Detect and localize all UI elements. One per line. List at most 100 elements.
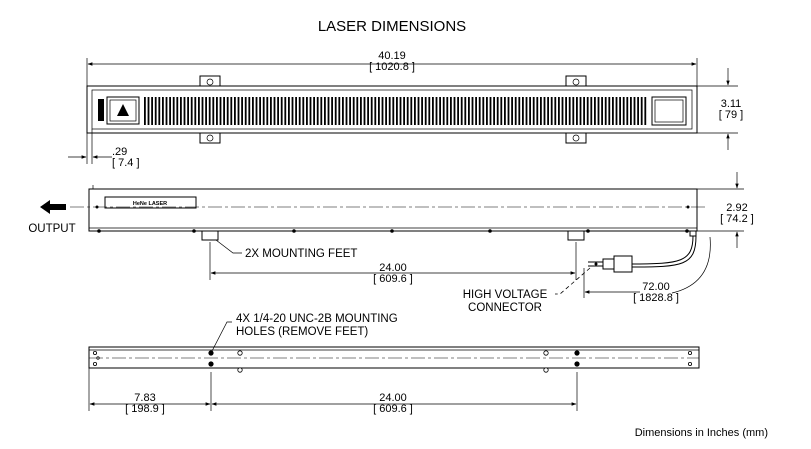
- vent-slot: [370, 97, 373, 125]
- mounting-hole: [574, 350, 580, 356]
- vent-slot: [374, 97, 377, 125]
- vent-slot: [187, 97, 189, 125]
- feet-spacing-mm: [ 609.6 ]: [373, 273, 413, 285]
- vent-slot: [414, 97, 416, 125]
- vent-slot: [158, 97, 161, 125]
- hv-connector-body: [613, 255, 633, 273]
- vent-slot: [396, 97, 398, 125]
- vent-slot: [604, 97, 607, 125]
- vent-slot: [511, 97, 513, 125]
- vent-slot: [478, 97, 481, 125]
- vent-slot: [507, 97, 510, 125]
- output-beam-arrow: [40, 200, 66, 214]
- vent-slot: [626, 97, 629, 125]
- connector-label-line1: HIGH VOLTAGE: [463, 289, 548, 301]
- vent-slot: [226, 97, 229, 125]
- vent-slot: [363, 97, 366, 125]
- units-footnote: Dimensions in Inches (mm): [635, 427, 768, 439]
- top-foot-tab: [199, 132, 221, 144]
- vent-slot: [500, 97, 503, 125]
- vent-slot: [172, 97, 175, 125]
- height-mm: [ 79 ]: [719, 109, 743, 121]
- connector-leader: [555, 267, 591, 295]
- height-inches: 3.11: [721, 98, 742, 110]
- vent-slot: [403, 97, 405, 125]
- hv-connector-contact: [594, 262, 598, 266]
- left-offset-mm: [ 198.9 ]: [125, 403, 165, 415]
- vent-slot: [237, 97, 240, 125]
- base-hole: [543, 367, 549, 373]
- vent-slot: [504, 97, 506, 125]
- vent-slot: [208, 97, 211, 125]
- vent-slot: [446, 97, 449, 125]
- feet-leader: [215, 239, 242, 254]
- vent-slot: [457, 97, 459, 125]
- vent-slot: [320, 97, 323, 125]
- vent-slot: [529, 97, 531, 125]
- vent-slot: [169, 97, 171, 125]
- vent-slot: [482, 97, 485, 125]
- vent-slot: [568, 97, 571, 125]
- screw: [95, 205, 99, 209]
- vent-slot: [493, 97, 495, 125]
- base-holes: [93, 350, 693, 373]
- vent-slot: [608, 97, 611, 125]
- output-aperture: [98, 99, 104, 121]
- vent-slot: [442, 97, 445, 125]
- base-hole: [237, 367, 243, 373]
- length-inches: 40.19: [378, 50, 406, 62]
- top-view: 40.19 [ 1020.8 ] 3.11 [ 79 ]: [68, 50, 743, 169]
- base-hole: [688, 350, 693, 355]
- vent-slot: [532, 97, 535, 125]
- vent-slot: [496, 97, 499, 125]
- vent-slot: [151, 97, 153, 125]
- top-foot-tab: [565, 75, 587, 87]
- vent-slot: [558, 97, 560, 125]
- cable-strain-relief: [689, 230, 697, 237]
- laser-body-top: [86, 85, 698, 134]
- vent-slot: [475, 97, 477, 125]
- vent-slot: [471, 97, 474, 125]
- foot-hole: [206, 78, 214, 86]
- vent-slot: [288, 97, 290, 125]
- vent-slot: [345, 97, 348, 125]
- vent-slot: [633, 97, 636, 125]
- vent-slot: [597, 97, 600, 125]
- side-height-inches: 2.92: [726, 202, 747, 214]
- vent-slot: [547, 97, 549, 125]
- vent-slot: [518, 97, 521, 125]
- vent-slot: [291, 97, 294, 125]
- vent-slot: [637, 97, 639, 125]
- vent-slot: [417, 97, 420, 125]
- foot-hole: [206, 134, 214, 142]
- vent-slot: [144, 97, 146, 125]
- vent-slot: [252, 97, 254, 125]
- vent-slot: [298, 97, 301, 125]
- vent-slot: [622, 97, 625, 125]
- vent-slot: [388, 97, 391, 125]
- vent-slot: [280, 97, 283, 125]
- holes-label-line1: 4X 1/4-20 UNC-2B MOUNTING: [236, 313, 398, 325]
- base-screw: [192, 229, 196, 233]
- vent-slot: [450, 97, 452, 125]
- top-foot-tab: [565, 132, 587, 144]
- vent-slot: [428, 97, 431, 125]
- vent-slot: [244, 97, 247, 125]
- vent-slot: [309, 97, 312, 125]
- vent-slot: [601, 97, 603, 125]
- laser-body-side: [88, 188, 698, 232]
- cable-extension-right: [671, 236, 711, 294]
- vent-slot: [334, 97, 337, 125]
- vent-slot: [439, 97, 441, 125]
- vent-slot: [270, 97, 272, 125]
- laser-base-plate: [88, 346, 700, 369]
- vent-slot: [576, 97, 578, 125]
- vent-slot: [554, 97, 557, 125]
- side-height-mm: [ 74.2 ]: [720, 213, 754, 225]
- vent-slot: [561, 97, 564, 125]
- vent-slot: [392, 97, 395, 125]
- vent-slot: [460, 97, 463, 125]
- warning-label: [106, 96, 140, 125]
- hv-cable-outer: [631, 235, 697, 268]
- base-screw: [488, 229, 492, 233]
